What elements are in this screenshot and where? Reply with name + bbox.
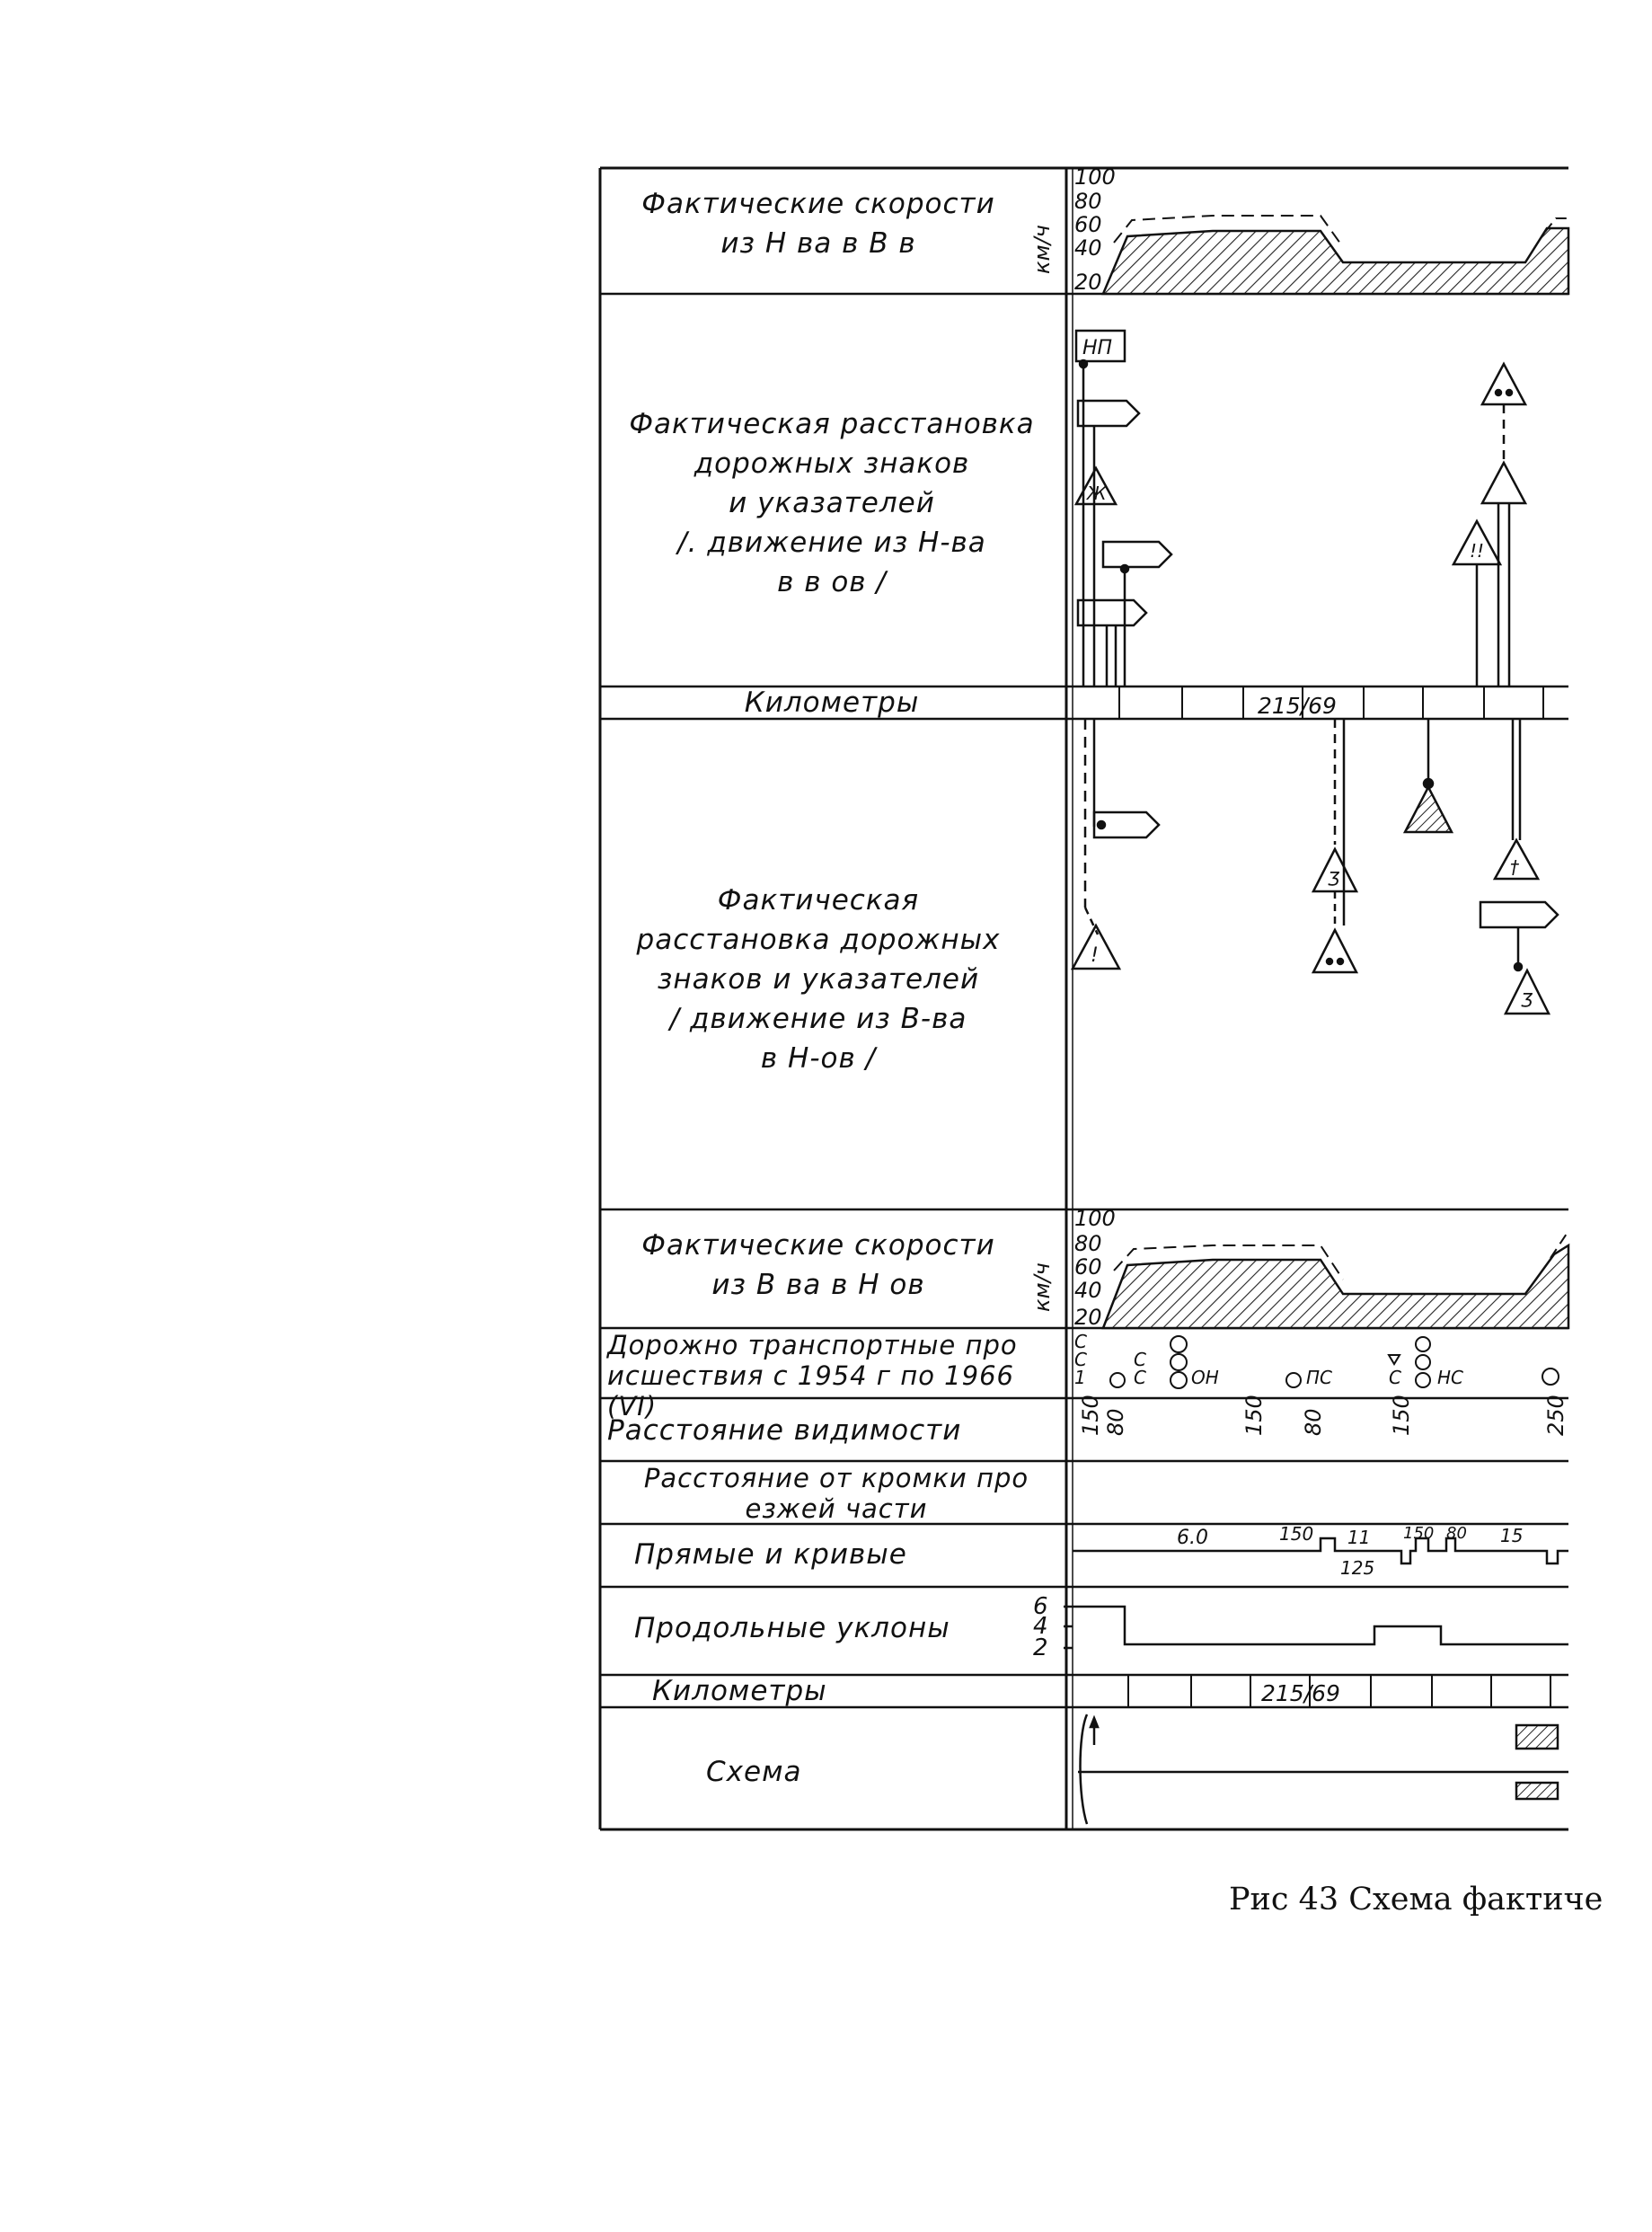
row-label-speed-top: Фактические скорости из Н ва в В в — [641, 188, 995, 260]
row-label-km-bottom: Километры — [652, 1675, 827, 1707]
svg-text:1: 1 — [1074, 1367, 1086, 1388]
warning-sign-7 — [1311, 927, 1359, 974]
sign-plate-np — [1074, 329, 1126, 363]
warning-sign-2 — [1480, 361, 1528, 406]
speed-tick-bottom: 20 — [1074, 1305, 1102, 1330]
row-label-signs-bottom: Фактическая расстановка дорожных знаков … — [636, 884, 1001, 1075]
km-strip-top: 215/69 — [1118, 686, 1544, 719]
speed-axis-bottom: 100 80 60 40 20 км/ч — [1029, 1206, 1116, 1330]
road-scheme — [1078, 1714, 1568, 1825]
speed-tick-top: 40 — [1074, 235, 1102, 261]
speed-tick-top: 60 — [1074, 212, 1102, 237]
sign-plate-np-label: НП — [1082, 337, 1112, 359]
km-value-bottom: 215/69 — [1261, 1680, 1340, 1706]
speed-tick-top: 20 — [1074, 270, 1102, 295]
signs-direction-1: НП Ж !! — [1073, 329, 1528, 686]
svg-text:Ʒ: Ʒ — [1328, 868, 1340, 890]
grades-line: 6 4 2 — [1033, 1593, 1568, 1661]
warning-sign-10 — [1503, 968, 1551, 1015]
row-label-curves: Прямые и кривые — [634, 1538, 907, 1571]
row-label-accidents: Дорожно транспортные про исшествия с 195… — [607, 1330, 1018, 1422]
signs-direction-2: ! Ʒ † Ʒ — [1070, 719, 1559, 1015]
warning-sign-8 — [1402, 784, 1454, 834]
speed-chart-top — [1073, 167, 1570, 296]
svg-text:С: С — [1389, 1367, 1401, 1388]
speed-tick-bottom: 100 — [1074, 1206, 1116, 1231]
curves-line: 6.0 150 11 125 150 80 15 — [1073, 1523, 1568, 1579]
km-value-top: 215/69 — [1258, 693, 1337, 719]
svg-text:ОН: ОН — [1191, 1367, 1219, 1388]
svg-text:ПС: ПС — [1306, 1367, 1332, 1388]
row-label-km-top: Километры — [744, 686, 920, 719]
svg-text:11: 11 — [1347, 1527, 1370, 1548]
svg-text:С: С — [1074, 1331, 1087, 1352]
svg-text:80: 80 — [1103, 1408, 1128, 1436]
svg-text:250: 250 — [1543, 1395, 1568, 1436]
speed-tick-top: 80 — [1074, 189, 1102, 214]
svg-text:С: С — [1134, 1349, 1146, 1370]
speed-chart-bottom — [1073, 1209, 1570, 1330]
svg-text:150: 150 — [1403, 1524, 1434, 1543]
direction-sign-3 — [1076, 598, 1148, 627]
row-label-signs-top: Фактическая расстановка дорожных знаков … — [629, 408, 1035, 598]
svg-text:150: 150 — [1241, 1395, 1267, 1436]
svg-text:150: 150 — [1279, 1523, 1313, 1545]
table-frame — [598, 166, 1568, 1831]
warning-sign-5 — [1070, 923, 1122, 970]
figure-caption: Рис 43 Схема фактиче — [1229, 1882, 1603, 1918]
visibility-values: 150 80 150 80 150 250 — [1078, 1395, 1568, 1436]
svg-text:НС: НС — [1437, 1367, 1463, 1388]
speed-tick-bottom: 60 — [1074, 1254, 1102, 1280]
direction-sign-2 — [1101, 540, 1173, 569]
svg-text:!: ! — [1091, 944, 1099, 967]
row-label-visibility: Расстояние видимости — [607, 1414, 962, 1447]
direction-sign-1 — [1076, 399, 1141, 428]
svg-text:С: С — [1074, 1349, 1087, 1370]
svg-text:150: 150 — [1078, 1395, 1103, 1436]
speed-unit-top: км/ч — [1029, 225, 1055, 274]
svg-text:!!: !! — [1470, 540, 1484, 562]
warning-sign-3 — [1480, 460, 1528, 505]
row-label-scheme: Схема — [706, 1756, 802, 1788]
svg-text:С: С — [1134, 1367, 1146, 1388]
svg-text:2: 2 — [1033, 1634, 1048, 1661]
direction-sign-4 — [1092, 810, 1161, 839]
row-label-grades: Продольные уклоны — [634, 1612, 950, 1644]
speed-tick-bottom: 80 — [1074, 1231, 1102, 1256]
svg-text:80: 80 — [1301, 1408, 1326, 1436]
speed-tick-top: 100 — [1074, 164, 1116, 190]
row-label-edge-distance: Расстояние от кромки про езжей части — [643, 1463, 1029, 1524]
speed-tick-bottom: 40 — [1074, 1278, 1102, 1303]
svg-text:†: † — [1510, 856, 1520, 878]
svg-text:15: 15 — [1500, 1525, 1523, 1546]
speed-axis-top: 100 80 60 40 20 км/ч — [1029, 164, 1116, 295]
km-strip-bottom: 215/69 — [1127, 1675, 1551, 1707]
svg-text:Ж: Ж — [1085, 483, 1108, 504]
speed-unit-bottom: км/ч — [1029, 1262, 1055, 1312]
warning-sign-9 — [1492, 837, 1541, 881]
svg-text:6: 6 — [1033, 1593, 1048, 1620]
row-label-speed-bottom: Фактические скорости из В ва в Н ов — [641, 1229, 995, 1301]
svg-text:125: 125 — [1340, 1557, 1374, 1579]
svg-text:6.0: 6.0 — [1177, 1527, 1208, 1549]
svg-text:150: 150 — [1389, 1395, 1414, 1436]
svg-text:Ʒ: Ʒ — [1521, 989, 1533, 1011]
accident-marks: С С 1 С С ОН ПС С НС — [1074, 1331, 1559, 1389]
svg-text:80: 80 — [1446, 1524, 1467, 1543]
direction-sign-5 — [1479, 900, 1559, 929]
warning-sign-1 — [1073, 465, 1118, 506]
svg-text:4: 4 — [1033, 1613, 1048, 1640]
